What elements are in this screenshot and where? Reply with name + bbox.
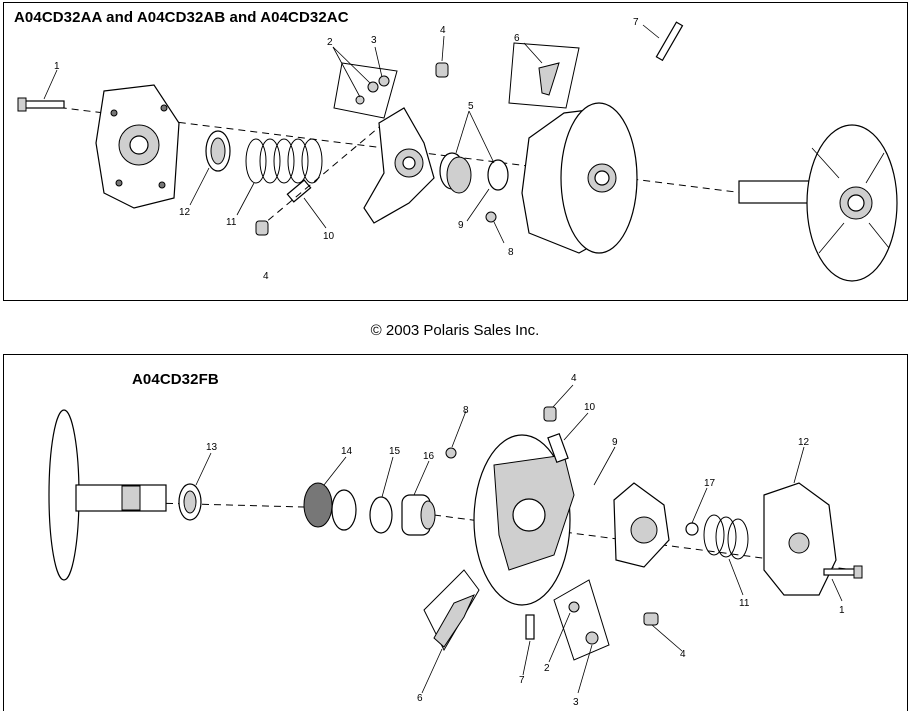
- bottom-callout-17: 17: [704, 478, 716, 489]
- bottom-callout-4-lower: 4: [680, 649, 686, 660]
- bolt-part: [17, 97, 65, 112]
- sleeve-part: [401, 494, 436, 536]
- bottom-callout-7: 7: [519, 675, 525, 686]
- ring-part: [205, 130, 231, 172]
- top-callout-4-lower: 4: [263, 271, 269, 282]
- bottom-callout-2: 2: [544, 663, 550, 674]
- bearing-part: [303, 482, 357, 531]
- bottom-callout-6: 6: [417, 693, 423, 704]
- small-hardware-parts: [255, 62, 449, 236]
- weight-part: [508, 42, 580, 109]
- copyright-text: © 2003 Polaris Sales Inc.: [370, 322, 540, 339]
- bottom-diagram-panel: A04CD32FB: [3, 354, 908, 711]
- long-bolt-part: [655, 21, 684, 62]
- bottom-exploded-view: 4 8 10 9 13 14 15 16 17 12 11 1 7 2 3 4 …: [48, 373, 863, 708]
- top-callout-12: 12: [179, 207, 191, 218]
- movable-sheave-part-bottom: [473, 434, 575, 606]
- bottom-callout-8: 8: [463, 405, 469, 416]
- top-callout-4: 4: [440, 25, 446, 36]
- bottom-callout-12: 12: [798, 437, 810, 448]
- bottom-callout-11: 11: [739, 598, 750, 609]
- bushing-part: [439, 152, 509, 194]
- washer-part: [369, 496, 393, 534]
- top-callout-7: 7: [633, 17, 639, 28]
- roller-parts-bottom: [525, 579, 610, 661]
- fixed-sheave-part: [738, 124, 898, 282]
- bottom-callout-14: 14: [341, 446, 353, 457]
- bottom-panel-title: A04CD32FB: [132, 371, 219, 388]
- nut-part: [485, 211, 497, 223]
- bottom-leader-lines: [195, 384, 843, 694]
- clutch-cover-part: [95, 84, 180, 209]
- top-callout-9: 9: [458, 220, 464, 231]
- top-callout-6: 6: [514, 33, 520, 44]
- bottom-axis-left: [153, 502, 305, 508]
- movable-sheave-part: [521, 102, 638, 254]
- bottom-callout-4: 4: [571, 373, 577, 384]
- fixed-sheave-part-bottom: [48, 409, 167, 581]
- top-callout-3: 3: [371, 35, 377, 46]
- top-pin-axis: [258, 122, 385, 229]
- top-leader-lines: [43, 24, 660, 244]
- top-diagram-panel: A04CD32AA and A04CD32AB and A04CD32AC: [3, 2, 908, 301]
- spider-part-bottom: [613, 482, 670, 568]
- bottom-callout-9: 9: [612, 437, 618, 448]
- weight-part-bottom: [423, 569, 480, 652]
- spring-part-bottom: [703, 514, 749, 560]
- top-callout-11: 11: [226, 217, 237, 228]
- bottom-callout-1: 1: [839, 605, 845, 616]
- top-callout-5: 5: [468, 101, 474, 112]
- bottom-callout-3: 3: [573, 697, 579, 708]
- bottom-callout-16: 16: [423, 451, 435, 462]
- top-callout-8: 8: [508, 247, 514, 258]
- bottom-callout-13: 13: [206, 442, 218, 453]
- bolt-part-bottom: [823, 565, 863, 579]
- bottom-callout-10: 10: [584, 402, 596, 413]
- top-exploded-view: 1 2 3 4 6 7 5 12 11 10 4 9 8: [17, 17, 898, 282]
- spring-part: [245, 138, 323, 184]
- small-hardware-parts-bottom: [445, 406, 699, 626]
- pin-part: [286, 179, 312, 203]
- ring-part-bottom: [178, 483, 202, 521]
- top-callout-10: 10: [323, 231, 335, 242]
- top-panel-title: A04CD32AA and A04CD32AB and A04CD32AC: [14, 9, 349, 26]
- top-callout-1: 1: [54, 61, 60, 72]
- spider-part: [363, 107, 435, 224]
- clutch-cover-part-bottom: [763, 482, 837, 596]
- bottom-callout-15: 15: [389, 446, 401, 457]
- top-callout-2: 2: [327, 37, 333, 48]
